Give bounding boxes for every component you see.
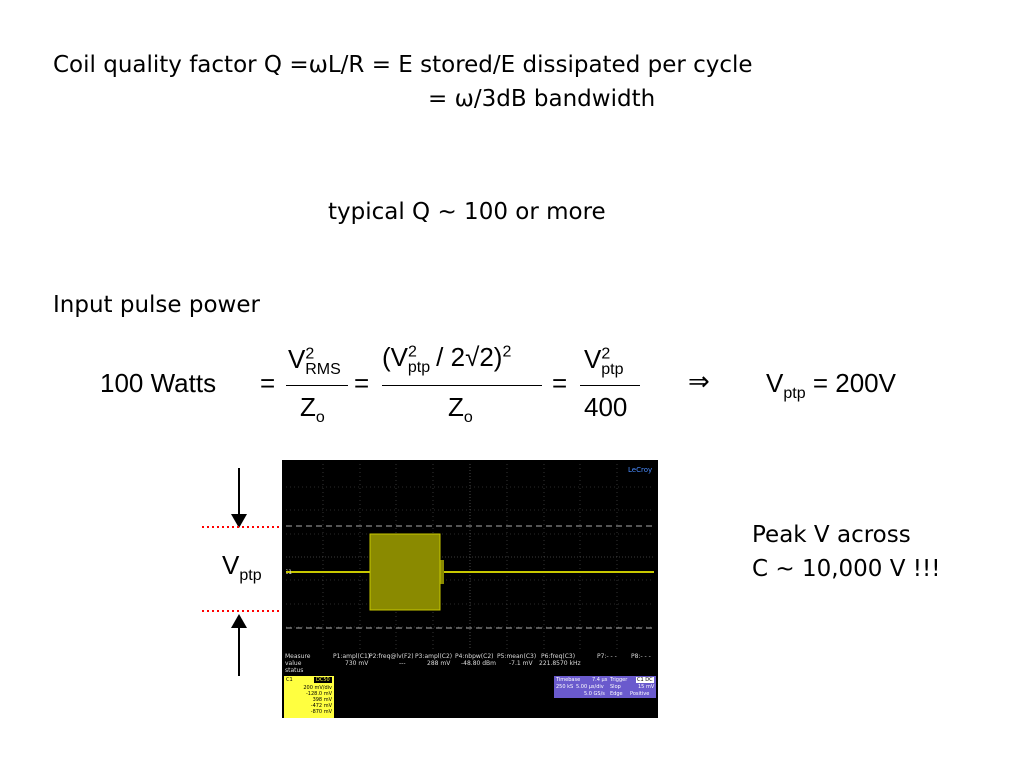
frac1-denominator: Zo (300, 392, 325, 427)
eq-lhs: 100 Watts (100, 368, 217, 398)
frac1-bar (286, 385, 348, 386)
peak-v-line1: Peak V across (752, 522, 911, 548)
oscilloscope-screenshot: C1 LeCroy Measure P1:ampl(C1) P2:freq@lv… (282, 460, 658, 718)
typical-q-line: typical Q ~ 100 or more (328, 199, 606, 225)
peak-v-line2: C ~ 10,000 V !!! (752, 556, 941, 582)
frac3-numerator: V2ptp (584, 344, 624, 379)
channel1-panel: C1 DC50 200 mV/div -128.0 mV 398 mV -472… (284, 676, 334, 718)
q-definition-line: Coil quality factor Q =ωL/R = E stored/E… (53, 52, 753, 78)
eq-sign-2: = (354, 368, 370, 398)
vptp-label: Vptp (222, 550, 262, 585)
frac3-bar (580, 385, 640, 386)
rf-burst (370, 534, 440, 610)
up-arrow-head (231, 614, 247, 628)
burst-tail (440, 560, 444, 584)
down-arrow-head (231, 514, 247, 528)
measure-status-row: status (285, 667, 304, 674)
q-bandwidth-line: = ω/3dB bandwidth (428, 86, 656, 112)
frac1-numerator: V2RMS (288, 344, 341, 379)
eq-sign-3: = (552, 368, 568, 398)
frac2-denominator: Zo (448, 392, 473, 427)
eq-result: Vptp = 200V (766, 368, 896, 403)
measure-table: Measure P1:ampl(C1) P2:freq@lv(F2) P3:am… (285, 653, 651, 674)
implies-symbol: ⇒ (688, 366, 710, 396)
frac3-denominator: 400 (584, 392, 628, 422)
input-power-heading: Input pulse power (53, 292, 260, 318)
channel-marker: C1 (286, 569, 292, 576)
eq-sign-1: = (260, 368, 276, 398)
power-equation: 100 Watts = V2RMS Zo = (V2ptp/ 2√2)2 Zo … (100, 340, 940, 435)
scope-graticule: C1 LeCroy (286, 464, 654, 650)
frac2-numerator: (V2ptp/ 2√2)2 (382, 342, 512, 377)
frac2-bar (382, 385, 542, 386)
scope-brand: LeCroy (628, 466, 652, 474)
timebase-trigger-panel: Timebase 7.4 μs 250 kS 5.00 μs/div 5.0 G… (554, 676, 656, 698)
